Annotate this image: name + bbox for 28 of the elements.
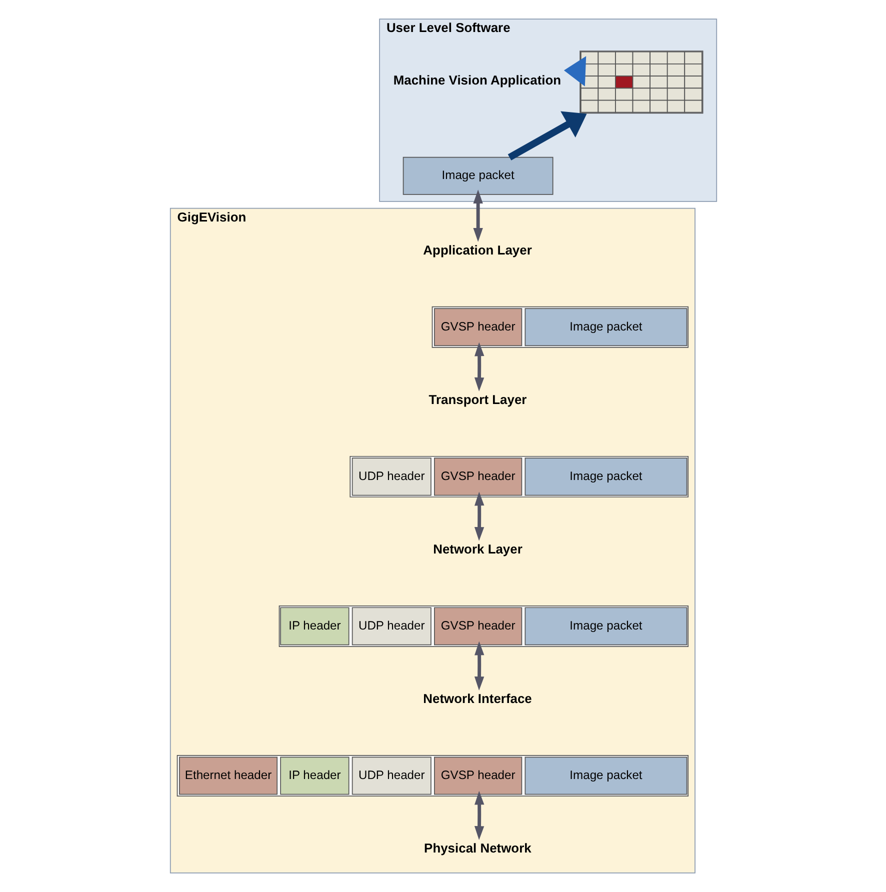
node-box: UDP header: [351, 607, 431, 646]
node-text: Network Layer: [432, 542, 522, 557]
node-text: Application Layer: [422, 242, 532, 258]
arrow: [507, 111, 586, 160]
node-box: GVSP header: [434, 756, 522, 795]
node-box: Image packet: [524, 458, 687, 496]
node-box: GVSP header: [434, 607, 522, 646]
node-box: GVSP header: [434, 458, 522, 496]
node-text: Physical Network: [424, 840, 531, 856]
arrow: [474, 492, 484, 541]
arrow: [474, 641, 484, 690]
node-box: GVSP header: [434, 308, 522, 346]
node-text: Machine Vision Application: [392, 72, 561, 88]
node-box: UDP header: [351, 458, 431, 496]
node-box: Image packet: [524, 756, 687, 795]
node-box: Image packet: [524, 607, 687, 646]
node-text: Network Interface: [422, 691, 532, 706]
node-box: Ethernet header: [178, 756, 278, 795]
node-box: Image packet: [524, 308, 687, 346]
node-box: UDP header: [351, 756, 431, 795]
node-box: IP header: [280, 607, 349, 646]
node-box: IP header: [280, 756, 349, 795]
node-box: Image packet: [402, 156, 553, 195]
arrow: [474, 790, 484, 840]
arrow: [472, 190, 482, 242]
arrow: [474, 342, 484, 392]
arrow: [563, 56, 586, 86]
node-text: Transport Layer: [428, 392, 526, 408]
